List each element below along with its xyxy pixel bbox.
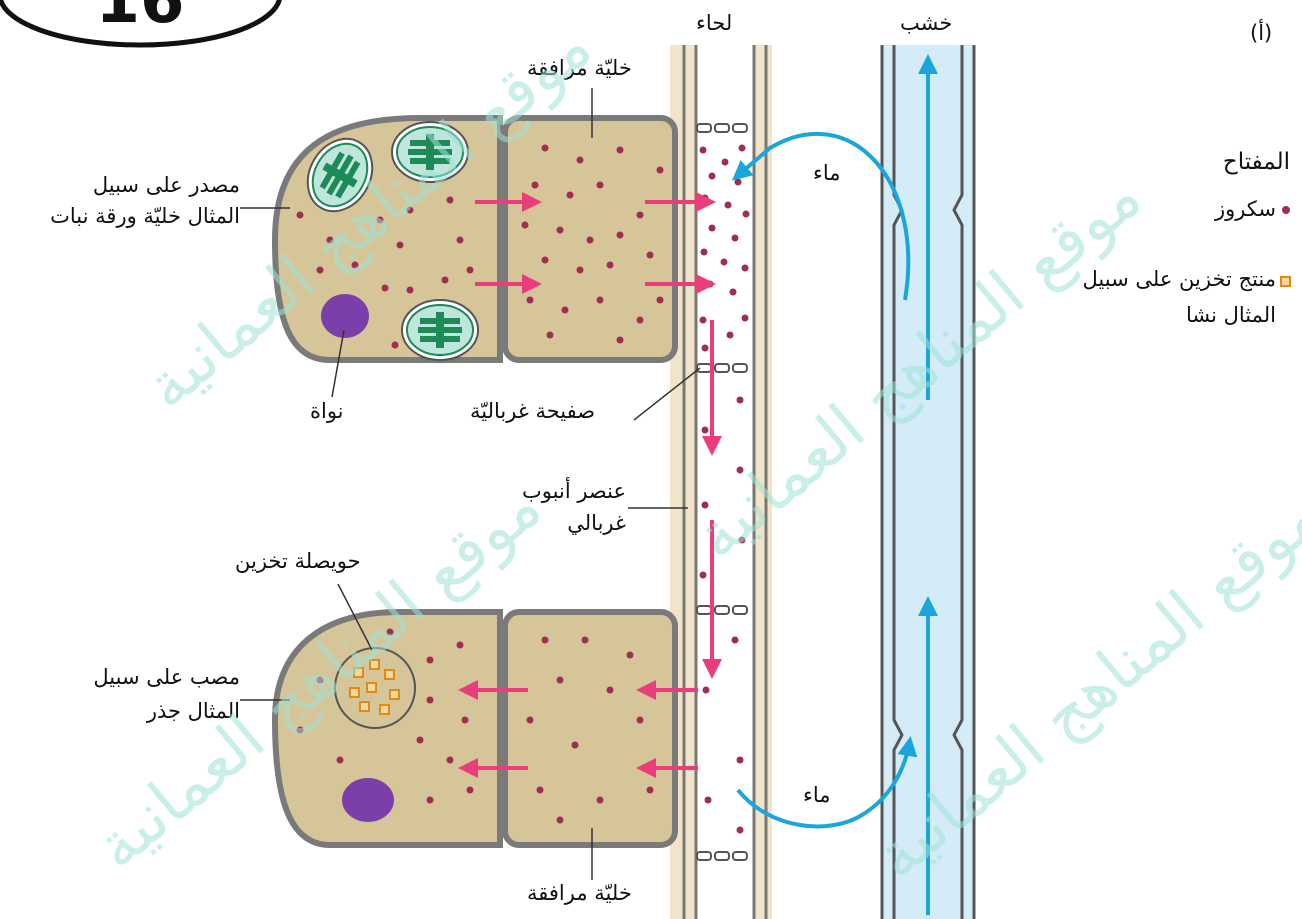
sieve-plate-2 (697, 364, 747, 372)
sieve-plate-4 (697, 852, 747, 860)
key-title: المفتاح (1223, 148, 1290, 178)
key-storage-label-1: منتج تخزين على سبيل (1083, 266, 1276, 293)
figure-number: 16 (95, 0, 184, 38)
label-storage-vesicle: حويصلة تخزين (235, 548, 361, 575)
label-water-top: ماء (813, 160, 841, 187)
label-nucleus: نواة (310, 398, 344, 425)
label-sieve-plate: صفيحة غرباليّة (470, 398, 595, 425)
nucleus-sink (342, 778, 394, 822)
companion-cell-top (505, 118, 675, 360)
label-xylem: خشب (900, 10, 952, 37)
label-source-2: المثال خليّة ورقة نبات (50, 203, 240, 230)
label-part: (أ) (1250, 20, 1272, 47)
key-storage-symbol (1281, 277, 1290, 286)
companion-cell-bottom (505, 612, 675, 845)
key-sucrose-label: سكروز (1215, 196, 1276, 223)
label-phloem: لحاء (696, 10, 732, 37)
key-sucrose-symbol (1282, 206, 1290, 214)
label-companion-cell-top: خليّة مرافقة (527, 55, 632, 82)
phloem-sieve-tube (670, 45, 772, 919)
nucleus-source (321, 294, 369, 338)
key-storage-label-2: المثال نشا (1186, 302, 1276, 329)
label-water-bottom: ماء (803, 782, 831, 809)
label-companion-cell-bottom: خليّة مرافقة (527, 880, 632, 907)
sieve-plate-3 (697, 606, 747, 614)
source-leaf-cell (275, 118, 500, 360)
label-sieve-tube-2: غربالي (567, 510, 626, 537)
sieve-plate-1 (697, 124, 747, 132)
chloroplast-2 (392, 122, 468, 182)
chloroplast-3 (402, 300, 478, 360)
label-sink-1: مصب على سبيل (93, 664, 240, 691)
xylem-vessel (882, 45, 974, 919)
sink-root-cell (275, 612, 500, 845)
label-sink-2: المثال جذر (147, 698, 240, 725)
label-source-1: مصدر على سبيل (93, 172, 240, 199)
label-sieve-tube-1: عنصر أنبوب (522, 478, 626, 505)
